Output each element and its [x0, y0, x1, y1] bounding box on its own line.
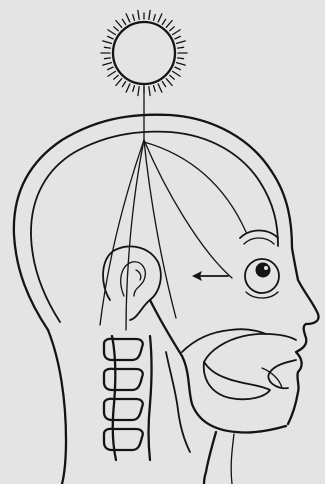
pupil — [256, 263, 271, 278]
sun-ray — [104, 58, 110, 59]
sun-ray — [178, 47, 184, 48]
sun-ray — [178, 58, 184, 59]
sun-ray — [104, 47, 110, 48]
pupil-highlight — [264, 266, 268, 270]
